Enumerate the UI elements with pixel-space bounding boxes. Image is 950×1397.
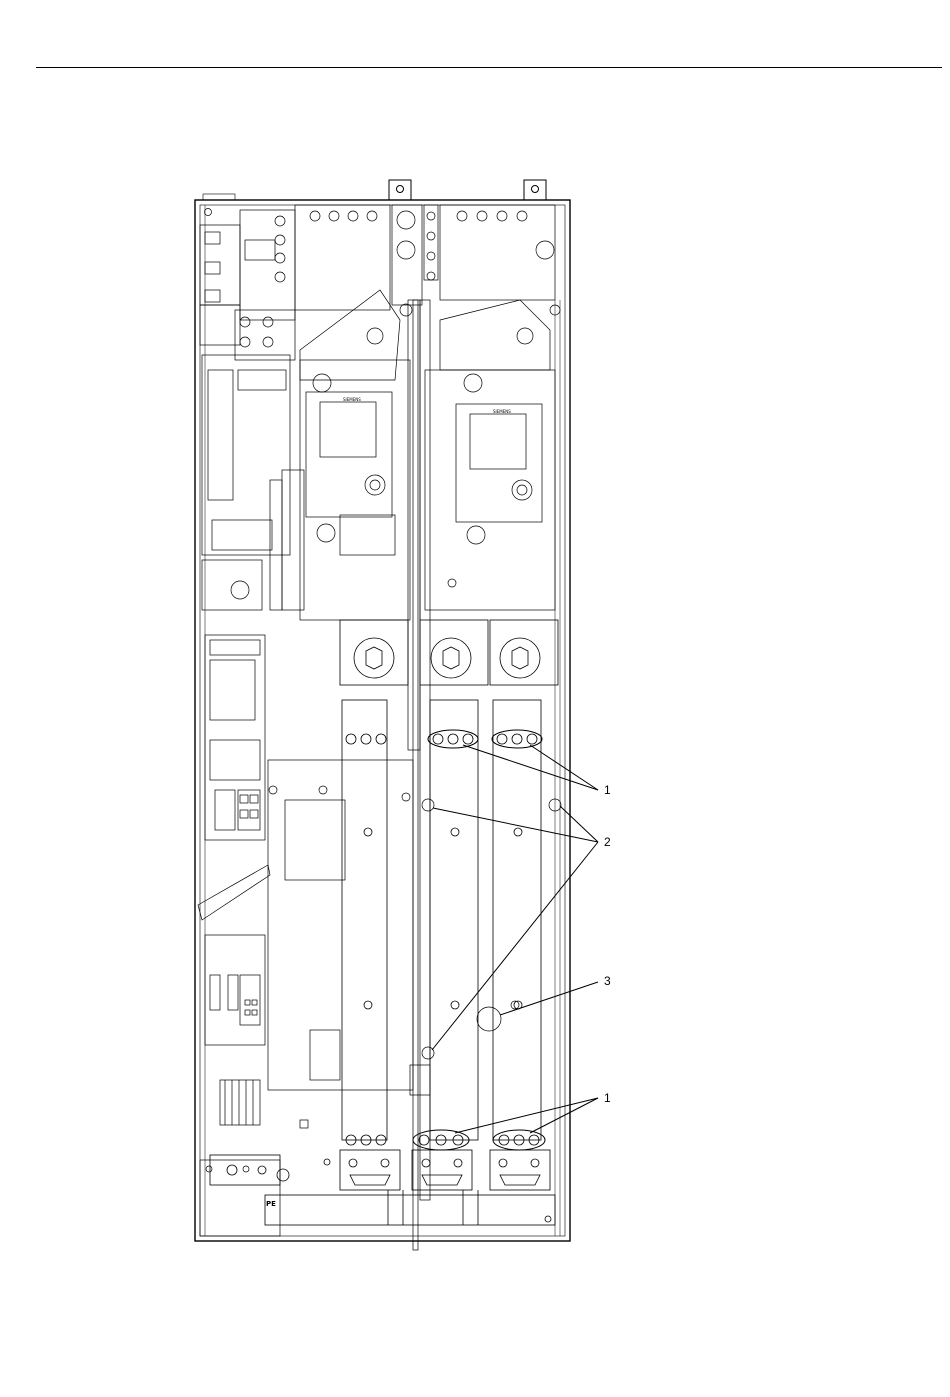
bottom-terminals: [210, 1150, 555, 1225]
fan-housings: [340, 620, 558, 685]
callout-1-upper: 1: [604, 784, 611, 796]
top-busbar-assembly: [295, 205, 560, 380]
callout-2: 2: [604, 836, 611, 848]
vertical-busbars: [342, 700, 541, 1145]
pe-label: PE: [266, 1200, 276, 1208]
connection-highlights: [413, 730, 545, 1150]
power-module-right: [425, 370, 555, 610]
left-control-column: [198, 209, 295, 1237]
center-rail: [408, 300, 430, 1250]
power-module-left: [270, 360, 410, 620]
leader-lines: [432, 745, 598, 1133]
callout-1-lower: 1: [604, 1092, 611, 1104]
nameplate-label-right: SIEMENS: [493, 409, 511, 414]
nameplate-label-left: SIEMENS: [343, 397, 361, 402]
callout-3: 3: [604, 975, 611, 987]
